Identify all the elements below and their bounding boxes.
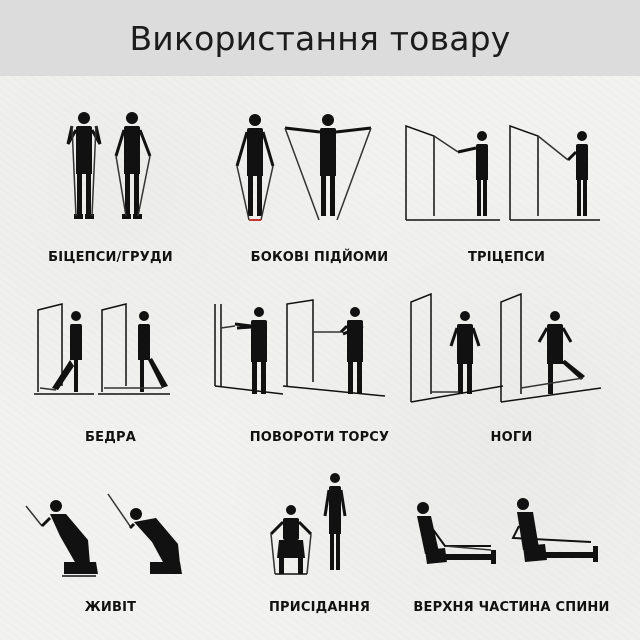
exercise-card-lateral-raises: БОКОВІ ПІДЙОМИ	[213, 96, 426, 272]
exercise-label: БІЦЕПСИ/ГРУДИ	[48, 250, 173, 265]
exercise-grid: БІЦЕПСИ/ГРУДИ БОКОВІ ПІДЙО	[0, 76, 640, 640]
page-title: Використання товару	[129, 18, 511, 58]
lateral-raises-exercise-icon	[235, 114, 372, 221]
hips-exercise-icon	[34, 303, 170, 395]
legs-exercise-icon	[410, 292, 602, 403]
upper-back-exercise-icon	[417, 498, 598, 564]
triceps-exercise-icon	[405, 124, 600, 221]
exercise-label: ВЕРХНЯ ЧАСТИНА СПИНИ	[413, 600, 610, 615]
torso-twist-exercise-icon	[214, 299, 386, 397]
exercise-label: БЕДРА	[85, 430, 136, 445]
squats-exercise-icon	[269, 473, 347, 575]
exercise-card-hips: БЕДРА	[4, 276, 217, 452]
exercise-label: ПРИСІДАННЯ	[268, 600, 371, 615]
exercise-label: ПОВОРОТИ ТОРСУ	[249, 430, 390, 445]
exercise-card-squats: ПРИСІДАННЯ	[213, 466, 426, 640]
biceps-chest-exercise-icon	[66, 112, 152, 219]
exercise-label: БОКОВІ ПІДЙОМИ	[250, 250, 389, 265]
exercise-label: НОГИ	[490, 430, 533, 445]
abs-exercise-icon	[25, 493, 182, 577]
exercise-card-torso-twist: ПОВОРОТИ ТОРСУ	[213, 276, 426, 452]
exercise-card-triceps: ТРІЦЕПСИ	[400, 96, 613, 272]
exercise-card-upper-back: ВЕРХНЯ ЧАСТИНА СПИНИ	[405, 466, 618, 640]
exercise-card-legs: НОГИ	[405, 276, 618, 452]
exercise-card-abs: ЖИВІТ	[4, 466, 217, 640]
exercise-card-biceps-chest: БІЦЕПСИ/ГРУДИ	[4, 96, 217, 272]
header-banner: Використання товару	[0, 0, 640, 76]
exercise-label: ЖИВІТ	[84, 600, 137, 615]
exercise-label: ТРІЦЕПСИ	[467, 250, 546, 265]
